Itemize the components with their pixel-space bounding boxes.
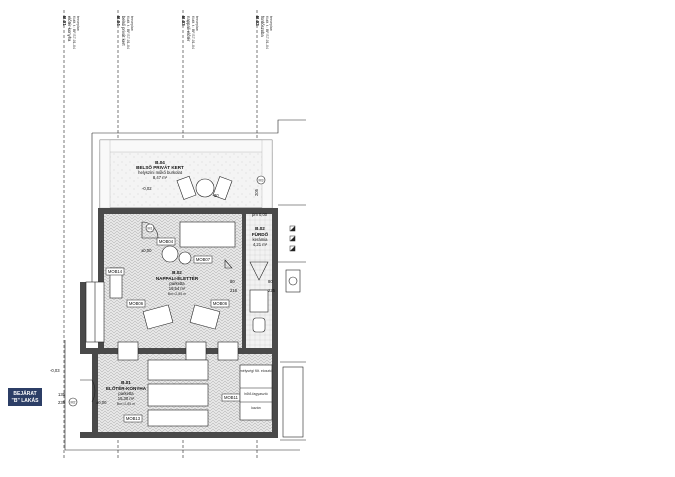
- svg-text:8,47 m²: 8,47 m²: [153, 175, 168, 180]
- svg-text:terveplan: terveplan: [269, 16, 273, 31]
- svg-text:fürdőszoba: fürdőszoba: [260, 16, 265, 37]
- bathroom-label: B.02 FÜRDŐ kerámia 4,21 m²: [252, 226, 269, 247]
- svg-text:előtér-konyha: előtér-konyha: [67, 16, 72, 42]
- svg-text:kazán: kazán: [251, 406, 261, 410]
- svg-text:19,54 m²: 19,54 m²: [169, 286, 186, 291]
- dim-205: 205: [254, 188, 259, 196]
- svg-text:M2: M2: [71, 401, 76, 405]
- level-entry: -0,03: [50, 368, 60, 373]
- svg-text:-0,02: -0,02: [142, 186, 152, 191]
- dim-135: 135: [58, 392, 66, 397]
- svg-text:B.04: B.04: [116, 16, 121, 26]
- dim-80-c: 80: [214, 193, 219, 198]
- svg-text:Kiált. t.: BF.S7-01-04: Kiált. t.: BF.S7-01-04: [126, 16, 130, 49]
- svg-text:B.02: B.02: [255, 226, 265, 231]
- svg-text:terveplan: terveplan: [76, 16, 80, 31]
- svg-text:B.04: B.04: [155, 160, 165, 165]
- svg-text:nappali-előtér: nappali-előtér: [186, 16, 191, 42]
- living-furniture: [109, 221, 236, 330]
- kitchen-notes: mélységi fűt. elosztó hűtő-fagyasztó kaz…: [240, 369, 273, 410]
- svg-text:MOB06: MOB06: [129, 301, 144, 306]
- svg-text:B.02: B.02: [255, 16, 260, 26]
- svg-text:Bm=2,85 m: Bm=2,85 m: [117, 402, 135, 406]
- svg-text:MOB11: MOB11: [224, 395, 239, 400]
- svg-text:M1: M1: [148, 227, 153, 231]
- section-marker-b01: B.01 előtér-konyha Kiált. t.: BF.S7-01-0…: [62, 16, 80, 49]
- svg-text:parketta: parketta: [118, 391, 134, 396]
- dim-235: 235: [58, 400, 66, 405]
- level-living: ±0,00: [141, 248, 152, 253]
- furniture-tag-mob06-right: MOB06: [210, 299, 230, 308]
- svg-text:B.03: B.03: [181, 16, 186, 26]
- furniture-tag-mob14: MOB14: [105, 267, 125, 276]
- svg-text:helyszíni műkő burkolat: helyszíni műkő burkolat: [138, 170, 183, 175]
- section-marker-b04: B.04 belső privát kert Kiált. t.: BF.S7-…: [116, 16, 134, 49]
- svg-text:FÜRDŐ: FÜRDŐ: [252, 231, 269, 237]
- dim-80-a: 80: [230, 279, 235, 284]
- structural-columns: [117, 341, 239, 361]
- svg-text:15,30 m²: 15,30 m²: [118, 396, 135, 401]
- svg-text:BEJÁRAT: BEJÁRAT: [13, 390, 36, 397]
- svg-text:Kiált. t.: BF.S7-01-04: Kiált. t.: BF.S7-01-04: [72, 16, 76, 49]
- entrance-door: [80, 379, 96, 403]
- svg-text:B.01: B.01: [121, 380, 131, 385]
- kitchen-label: B.01 ELŐTÉR-KONYHA parketta 15,30 m² Bm=…: [106, 380, 147, 406]
- svg-text:Kiált. t.: BF.S7-01-04: Kiált. t.: BF.S7-01-04: [191, 16, 195, 49]
- kitchen-counters: [147, 359, 273, 427]
- svg-text:BELSŐ PRIVÁT KERT: BELSŐ PRIVÁT KERT: [136, 164, 184, 170]
- svg-text:belső privát kert: belső privát kert: [121, 16, 126, 46]
- svg-text:kerámia: kerámia: [253, 237, 269, 242]
- svg-text:terveplan: terveplan: [195, 16, 199, 31]
- living-room-label: B.02 NAPPALI-ÉLETTÉR parketta 19,54 m² B…: [156, 270, 199, 296]
- svg-text:Kiált. t.: BF.S7-01-04: Kiált. t.: BF.S7-01-04: [265, 16, 269, 49]
- dim-218: 218: [230, 288, 238, 293]
- svg-text:terveplan: terveplan: [130, 16, 134, 31]
- furniture-tag-mob11: MOB11: [221, 393, 241, 402]
- svg-text:hűtő-fagyasztó: hűtő-fagyasztó: [244, 392, 268, 396]
- svg-text:MOB04: MOB04: [159, 239, 174, 244]
- section-marker-b03: B.03 nappali-előtér Kiált. t.: BF.S7-01-…: [181, 16, 199, 49]
- context-walls: [64, 119, 306, 451]
- svg-text:MOB07: MOB07: [196, 257, 211, 262]
- furniture-tag-mob04: MOB04: [156, 237, 176, 246]
- legend-marks: [289, 225, 296, 252]
- bathroom-fixtures: [249, 261, 301, 333]
- garden-table-set: [176, 175, 233, 201]
- svg-text:mélységi fűt. elosztó: mélységi fűt. elosztó: [240, 369, 273, 373]
- left-window-wing: [85, 281, 105, 343]
- svg-text:NAPPALI-ÉLETTÉR: NAPPALI-ÉLETTÉR: [156, 274, 199, 281]
- marker-m1: M1: [145, 223, 155, 233]
- svg-text:MOB13: MOB13: [126, 416, 141, 421]
- svg-text:parketta: parketta: [169, 281, 185, 286]
- dim-225: 225: [268, 288, 276, 293]
- garden-area: [99, 139, 273, 209]
- garden-label: B.04 BELSŐ PRIVÁT KERT helyszíni műkő bu…: [136, 160, 184, 191]
- section-marker-b02: B.02 fürdőszoba Kiált. t.: BF.S7-01-04 t…: [255, 16, 273, 49]
- dim-pm: pm 0,00: [252, 212, 268, 217]
- svg-text:Bm=2,85 m: Bm=2,85 m: [168, 292, 186, 296]
- svg-text:"B" LAKÁS: "B" LAKÁS: [12, 397, 40, 404]
- svg-text:B.01: B.01: [62, 16, 67, 26]
- entrance-label: BEJÁRAT "B" LAKÁS: [8, 388, 42, 406]
- svg-text:MOB14: MOB14: [108, 269, 123, 274]
- dim-80-b: 80: [268, 279, 273, 284]
- svg-text:B.02: B.02: [172, 270, 182, 275]
- furniture-tag-mob07: MOB07: [193, 255, 213, 264]
- svg-text:M3: M3: [259, 179, 264, 183]
- marker-m2: M2: [68, 397, 78, 407]
- svg-text:ELŐTÉR-KONYHA: ELŐTÉR-KONYHA: [106, 384, 147, 391]
- furniture-tag-mob13: MOB13: [123, 414, 143, 423]
- svg-text:MOB06: MOB06: [213, 301, 228, 306]
- svg-text:4,21 m²: 4,21 m²: [253, 242, 268, 247]
- marker-m3: M3: [256, 175, 266, 185]
- level-kitchen: ±0,00: [96, 400, 107, 405]
- furniture-tag-mob06-left: MOB06: [126, 299, 146, 308]
